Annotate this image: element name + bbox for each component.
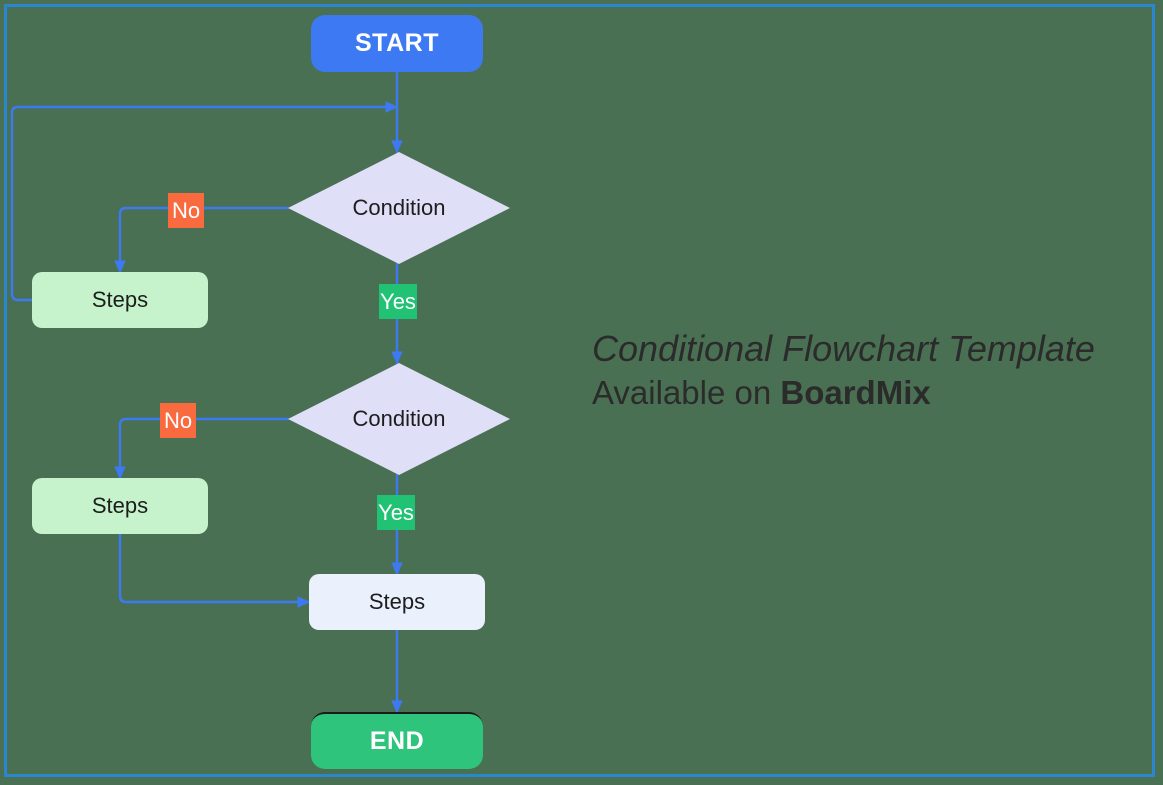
node-steps-3[interactable]: Steps	[309, 574, 485, 630]
caption-block: Conditional Flowchart Template Available…	[592, 328, 1152, 413]
node-steps-1-label: Steps	[91, 287, 149, 312]
node-start[interactable]: START	[311, 15, 483, 72]
edge-label-yes-1-text: Yes	[380, 288, 416, 314]
edge-label-yes-2-text: Yes	[378, 499, 414, 525]
edge-condition2-to-steps2	[114, 417, 290, 480]
brand-name: BoardMix	[780, 374, 931, 412]
node-start-label: START	[355, 29, 439, 57]
edge-label-no-1-text: No	[171, 197, 201, 223]
edge-label-no-2-text: No	[163, 407, 193, 433]
edge-condition1-to-steps1	[114, 206, 290, 274]
edge-label-no-2[interactable]: No	[160, 403, 196, 438]
node-steps-1[interactable]: Steps	[32, 272, 208, 328]
node-condition-1-label: Condition	[352, 195, 446, 220]
edge-steps1-loopback	[10, 101, 399, 302]
node-end-label: END	[369, 727, 425, 755]
node-steps-2[interactable]: Steps	[32, 478, 208, 534]
edge-label-yes-1[interactable]: Yes	[379, 284, 417, 319]
node-steps-2-label: Steps	[91, 493, 149, 518]
edge-steps2-to-steps3	[118, 532, 311, 608]
caption-subtitle-prefix: Available on	[592, 374, 781, 412]
node-condition-1[interactable]: Condition	[288, 152, 510, 264]
edge-label-no-1[interactable]: No	[168, 193, 204, 228]
node-condition-2-label: Condition	[352, 406, 446, 431]
caption-subtitle: Available on BoardMix	[592, 373, 1152, 413]
edge-label-yes-2[interactable]: Yes	[377, 495, 415, 530]
node-end[interactable]: END	[311, 712, 483, 769]
node-condition-2[interactable]: Condition	[288, 363, 510, 475]
caption-title: Conditional Flowchart Template	[592, 328, 1095, 369]
node-steps-3-label: Steps	[368, 589, 426, 614]
